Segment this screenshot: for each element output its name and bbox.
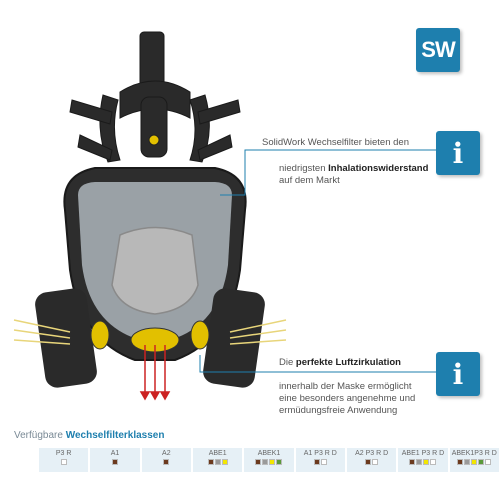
filter-color-swatch [464, 459, 471, 465]
filter-color-swatch [313, 459, 320, 465]
filter-class-label: ABE1 P3 R D [401, 450, 445, 457]
info2-line1-bold: perfekte Luftzirkulation [295, 357, 401, 368]
filter-color-swatch [423, 459, 430, 465]
exhale-arrows [139, 345, 171, 401]
filter-classes-title-bold: Wechselfilterklassen [65, 430, 165, 441]
filter-color-swatch [457, 459, 464, 465]
info1-line2-bold: Inhalationswiderstand [328, 163, 429, 174]
solidwork-logo: SW [416, 28, 460, 72]
filter-color-swatch [163, 459, 170, 465]
filter-class-cell: A1 [90, 448, 140, 472]
filter-color-swatch [485, 459, 492, 465]
info2-line1: Die perfekte Luftzirkulation [279, 357, 401, 369]
filter-color-swatch [60, 459, 67, 465]
filter-class-swatches [365, 459, 379, 465]
yellow-buckle [148, 134, 160, 146]
filter-class-label: A2 [162, 450, 171, 457]
info2-line2: innerhalb der Maske ermöglicht [279, 381, 412, 392]
filter-class-swatches [207, 459, 228, 465]
info2-body: innerhalb der Maske ermöglicht eine beso… [279, 381, 429, 417]
filter-color-swatch [409, 459, 416, 465]
filter-color-swatch [471, 459, 478, 465]
filter-color-swatch [430, 459, 437, 465]
filter-classes-row: P3 R A1 A2 ABE1 ABEK1 A1 P3 R D A2 P3 R D ABE1 … [39, 448, 499, 472]
filter-color-swatch [269, 459, 276, 465]
filter-color-swatch [372, 459, 379, 465]
head-harness [69, 31, 241, 163]
filter-class-cell: A2 [141, 448, 191, 472]
filter-class-label: ABEK1 [257, 450, 281, 457]
info2-line1-pre: Die [279, 357, 296, 368]
filter-color-swatch [214, 459, 221, 465]
filter-classes-title: Verfügbare Wechselfilterklassen [14, 430, 164, 441]
filter-color-swatch [365, 459, 372, 465]
filter-class-cell: P3 R [39, 448, 89, 472]
filter-color-swatch [221, 459, 228, 465]
filter-class-swatches [457, 459, 492, 465]
filter-class-label: ABE1 [208, 450, 227, 457]
info2-line4: ermüdungsfreie Anwendung [279, 405, 398, 416]
info1-line3: auf dem Markt [279, 175, 340, 186]
info-icon: i [436, 131, 480, 175]
filter-class-label: P3 R [55, 450, 72, 457]
filter-class-swatches [60, 459, 67, 465]
filter-color-swatch [478, 459, 485, 465]
filter-class-swatches [409, 459, 437, 465]
filter-class-cell: A1 P3 R D [295, 448, 345, 472]
filter-color-swatch [416, 459, 423, 465]
filter-color-swatch [320, 459, 327, 465]
filter-class-swatches [163, 459, 170, 465]
info1-line1: SolidWork Wechselfilter bieten den [262, 137, 409, 148]
filter-color-swatch [262, 459, 269, 465]
filter-class-label: ABEK1P3 R D [451, 450, 497, 457]
filter-color-swatch [255, 459, 262, 465]
filter-class-cell: ABEK1P3 R D [449, 448, 499, 472]
filter-color-swatch [276, 459, 283, 465]
filter-class-label: A1 P3 R D [303, 450, 337, 457]
callout-line-top [220, 149, 436, 196]
filter-class-cell: ABEK1 [244, 448, 294, 472]
inner-mask [111, 226, 199, 315]
filter-class-swatches [111, 459, 118, 465]
info-icon: i [436, 352, 480, 396]
filter-color-swatch [111, 459, 118, 465]
filter-class-swatches [313, 459, 327, 465]
filter-classes-title-pre: Verfügbare [14, 430, 66, 441]
info1-body: niedrigsten Inhalationswiderstand auf de… [279, 163, 429, 187]
filter-class-label: A1 [110, 450, 120, 457]
filter-class-swatches [255, 459, 283, 465]
filter-color-swatch [207, 459, 214, 465]
filter-class-cell: A2 P3 R D [346, 448, 397, 472]
info2-line3: eine besonders angenehme und [279, 393, 416, 404]
info1-line2-pre: niedrigsten [279, 163, 329, 174]
airflow-arrows [13, 319, 287, 345]
filter-class-cell: ABE1 P3 R D [398, 448, 448, 472]
callout-line-bottom [199, 355, 436, 373]
filter-class-label: A2 P3 R D [355, 450, 389, 457]
filter-class-cell: ABE1 [192, 448, 243, 472]
